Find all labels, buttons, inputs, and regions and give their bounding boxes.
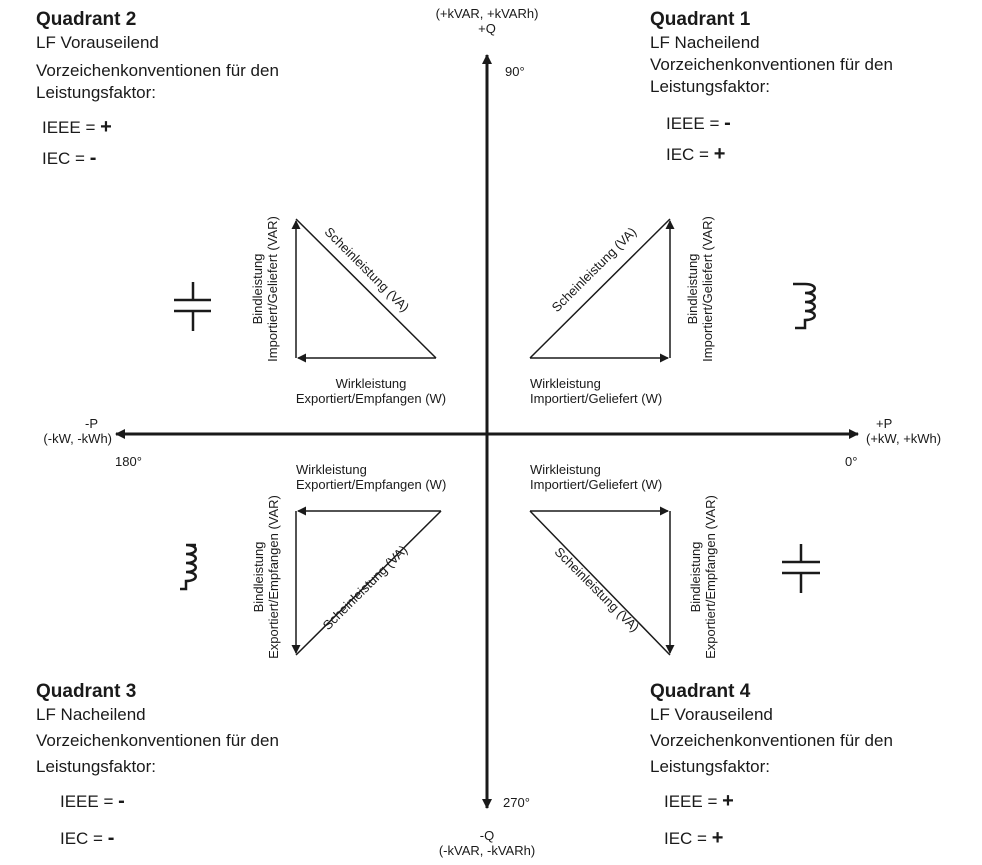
quadrant-1-conv2: Leistungsfaktor: — [650, 77, 771, 96]
neg-q-symbol: -Q — [479, 828, 495, 843]
iec-label: IEC = — [42, 149, 90, 168]
axes — [115, 54, 859, 809]
q1-triangle — [529, 218, 675, 363]
quadrant-3-conv2: Leistungsfaktor: — [36, 757, 157, 776]
q4-triangle — [529, 506, 675, 656]
real-power-direction: Exportiert/Empfangen (W) — [296, 477, 447, 492]
q3-real-label: Wirkleistung Exportiert/Empfangen (W) — [290, 462, 490, 492]
quadrant-4-conv2: Leistungsfaktor: — [650, 757, 771, 776]
quadrant-3-info: Quadrant 3 LF Nacheilend Vorzeichenkonve… — [36, 680, 279, 850]
deg-90-label: 90° — [505, 64, 525, 79]
quadrant-2-title: Quadrant 2 — [36, 9, 137, 30]
real-power-direction: Importiert/Geliefert (W) — [530, 477, 663, 492]
quadrant-1-title: Quadrant 1 — [650, 9, 751, 30]
quadrant-1-pf: LF Nacheilend — [650, 33, 760, 52]
iec-sign: - — [107, 827, 115, 849]
real-power-title: Wirkleistung — [530, 462, 601, 477]
quadrant-4-ieee: IEEE = + — [664, 790, 893, 813]
ieee-sign: - — [118, 790, 125, 812]
reactive-power-title: Bindleistung — [685, 253, 700, 325]
real-power-title: Wirkleistung — [296, 462, 367, 477]
iec-label: IEC = — [664, 829, 712, 848]
reactive-power-title: Bindleistung — [688, 541, 703, 613]
quadrant-2-pf: LF Vorauseilend — [36, 33, 159, 52]
pos-p-symbol: +P — [876, 416, 893, 431]
pos-q-symbol: +Q — [478, 21, 496, 36]
quadrant-2-ieee: IEEE = + — [42, 116, 279, 139]
real-power-title: Wirkleistung — [335, 376, 407, 391]
ieee-sign: + — [100, 116, 112, 138]
q3-triangle — [291, 506, 442, 656]
ieee-label: IEEE = — [666, 114, 725, 133]
q4-reactive-label: Bindleistung Exportiert/Empfangen (VAR) — [688, 482, 718, 672]
pos-q-label: (+kVAR, +kVARh) +Q — [417, 6, 557, 36]
inductor-icon — [180, 543, 197, 591]
iec-label: IEC = — [60, 829, 108, 848]
quadrant-3-iec: IEC = - — [60, 827, 279, 850]
iec-sign: + — [713, 143, 726, 165]
quadrant-2-info: Quadrant 2 LF Vorauseilend Vorzeichenkon… — [36, 8, 279, 170]
q1-real-label: Wirkleistung Importiert/Geliefert (W) — [510, 376, 740, 406]
quadrant-3-ieee: IEEE = - — [60, 790, 279, 813]
inductor-icon — [793, 282, 816, 330]
q4-hypotenuse — [529, 510, 671, 656]
reactive-power-direction: Importiert/Geliefert (VAR) — [700, 216, 715, 362]
q2-reactive-label: Bindleistung Importiert/Geliefert (VAR) — [250, 189, 280, 389]
quadrant-2-conv2: Leistungsfaktor: — [36, 83, 157, 102]
pos-q-units: (+kVAR, +kVARh) — [435, 6, 539, 21]
iec-label: IEC = — [666, 145, 714, 164]
q1-reactive-label: Bindleistung Importiert/Geliefert (VAR) — [685, 189, 715, 389]
capacitor-icon — [174, 282, 211, 331]
q2-hypotenuse — [295, 218, 437, 359]
iec-sign: - — [89, 147, 97, 169]
quadrant-2-conv1: Vorzeichenkonventionen für den — [36, 61, 279, 80]
deg-0-label: 0° — [845, 454, 858, 469]
real-power-direction: Importiert/Geliefert (W) — [530, 391, 663, 406]
quadrant-4-pf: LF Vorauseilend — [650, 705, 773, 724]
ieee-sign: + — [722, 790, 734, 812]
deg-180-label: 180° — [115, 454, 142, 469]
pos-p-units: (+kW, +kWh) — [866, 431, 942, 446]
neg-p-units: (-kW, -kWh) — [43, 431, 112, 446]
reactive-power-title: Bindleistung — [251, 541, 266, 613]
quadrant-1-conv1: Vorzeichenkonventionen für den — [650, 55, 893, 74]
quadrant-3-pf: LF Nacheilend — [36, 705, 146, 724]
real-power-title: Wirkleistung — [530, 376, 601, 391]
quadrant-1-ieee: IEEE = - — [666, 112, 893, 135]
neg-q-label: -Q (-kVAR, -kVARh) — [417, 828, 557, 858]
q3-reactive-label: Bindleistung Exportiert/Empfangen (VAR) — [251, 482, 281, 672]
q2-real-label: Wirkleistung Exportiert/Empfangen (W) — [266, 376, 476, 406]
reactive-power-direction: Importiert/Geliefert (VAR) — [265, 216, 280, 362]
iec-sign: + — [711, 827, 724, 849]
quadrant-4-title: Quadrant 4 — [650, 681, 751, 702]
quadrant-4-conv1: Vorzeichenkonventionen für den — [650, 731, 893, 750]
quadrant-4-iec: IEC = + — [664, 827, 893, 850]
q4-real-label: Wirkleistung Importiert/Geliefert (W) — [512, 462, 730, 492]
real-power-direction: Exportiert/Empfangen (W) — [295, 391, 447, 406]
quadrant-1-info: Quadrant 1 LF Nacheilend Vorzeichenkonve… — [650, 8, 893, 166]
neg-p-symbol: -P — [85, 416, 98, 431]
ieee-label: IEEE = — [42, 118, 101, 137]
capacitor-icon — [782, 544, 820, 593]
reactive-power-direction: Exportiert/Empfangen (VAR) — [703, 495, 718, 659]
quadrant-3-conv1: Vorzeichenkonventionen für den — [36, 731, 279, 750]
quadrant-2-iec: IEC = - — [42, 147, 279, 170]
ieee-label: IEEE = — [60, 792, 119, 811]
reactive-power-direction: Exportiert/Empfangen (VAR) — [266, 495, 281, 659]
q1-hypotenuse — [529, 218, 671, 359]
deg-270-label: 270° — [503, 795, 530, 810]
q3-hypotenuse — [295, 510, 442, 656]
neg-q-units: (-kVAR, -kVARh) — [438, 843, 536, 858]
ieee-label: IEEE = — [664, 792, 723, 811]
quadrant-1-iec: IEC = + — [666, 143, 893, 166]
ieee-sign: - — [724, 112, 731, 134]
q2-triangle — [291, 218, 437, 363]
quadrant-3-title: Quadrant 3 — [36, 681, 137, 702]
neg-p-label: -P (-kW, -kWh) — [2, 416, 112, 446]
quadrant-4-info: Quadrant 4 LF Vorauseilend Vorzeichenkon… — [650, 680, 893, 850]
reactive-power-title: Bindleistung — [250, 253, 265, 325]
pos-p-label: +P (+kW, +kWh) — [866, 416, 976, 446]
